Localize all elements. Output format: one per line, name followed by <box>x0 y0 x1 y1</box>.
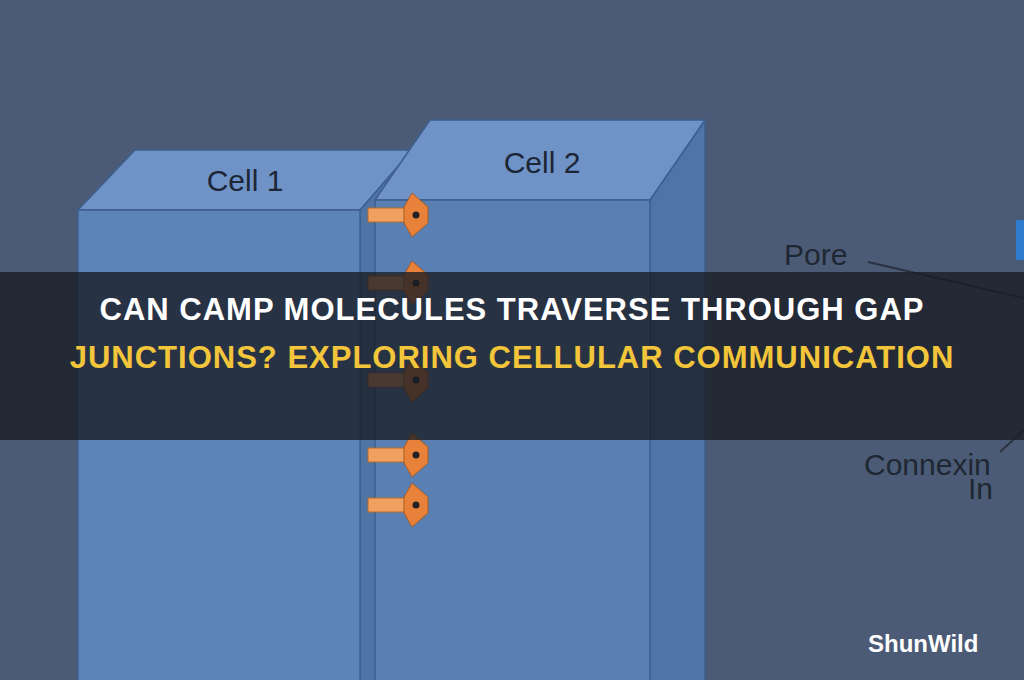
edge-figure <box>1016 220 1024 260</box>
connexon <box>404 483 428 527</box>
channel-peg <box>368 498 418 512</box>
subtitle: JUNCTIONS? EXPLORING CELLULAR COMMUNICAT… <box>60 334 964 382</box>
channel-peg <box>368 448 418 462</box>
pore-dot <box>413 502 420 509</box>
cell-label: Cell 2 <box>504 146 581 180</box>
pore-dot <box>413 212 420 219</box>
title: CAN CAMP MOLECULES TRAVERSE THROUGH GAP <box>60 286 964 334</box>
connexon <box>404 193 428 237</box>
cell-top-face <box>375 120 705 200</box>
watermark: ShunWild <box>868 630 978 658</box>
cell-top-face <box>78 150 412 210</box>
title-banner: CAN CAMP MOLECULES TRAVERSE THROUGH GAPJ… <box>0 272 1024 440</box>
channel-peg <box>368 208 418 222</box>
part-label: In <box>968 472 993 506</box>
cell-label: Cell 1 <box>207 164 284 198</box>
pore-dot <box>413 452 420 459</box>
part-label: Pore <box>784 238 847 272</box>
